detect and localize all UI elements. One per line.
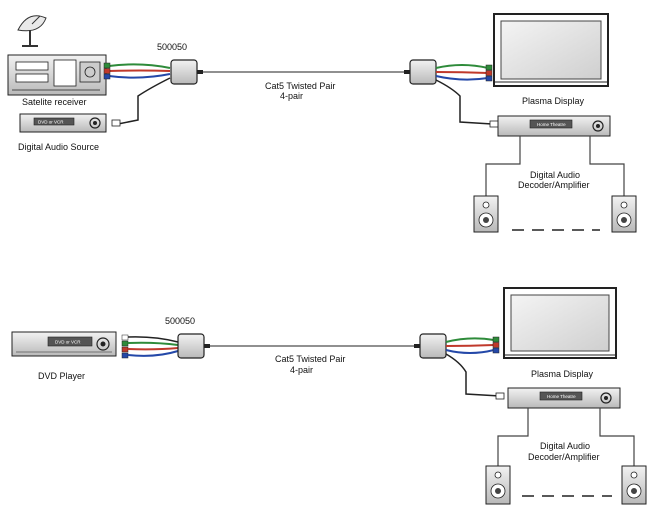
extender-sender [177, 333, 205, 359]
decoder-label-2: Decoder/Amplifier [518, 180, 590, 190]
speaker-right-icon [621, 465, 647, 505]
digital-audio-source-label: Digital Audio Source [18, 142, 99, 152]
source-name: DVD Player [38, 371, 85, 381]
speaker-left-icon [473, 195, 499, 233]
extender-receiver [409, 59, 437, 85]
extender-sender [170, 59, 198, 85]
cable-red [108, 69, 171, 72]
audio-cable [117, 77, 171, 125]
cable-label-2: 4-pair [280, 91, 303, 101]
display-label: Plasma Display [531, 369, 594, 379]
extender-label: 500050 [165, 316, 195, 326]
decoder-amplifier-icon: Home Theatre [497, 115, 611, 137]
dvd-player-icon: DVD or VCR [11, 331, 117, 357]
speaker-left-icon [485, 465, 511, 505]
diagram-bottom: DVD or VCR DVD Player 500050 Cat5 Twiste… [11, 287, 647, 505]
cable-label-2: 4-pair [290, 365, 313, 375]
plasma-display-icon [503, 287, 617, 359]
diagram-top: Satelite receiver DVD or VCR Digital Aud… [7, 13, 637, 233]
dvd-display-text: DVD or VCR [38, 120, 64, 125]
decoder-label-2: Decoder/Amplifier [528, 452, 600, 462]
decoder-display-text: Home Theatre [547, 394, 576, 399]
cable-green [108, 63, 171, 69]
decoder-label-1: Digital Audio [540, 441, 590, 451]
source-name: Satelite receiver [22, 97, 87, 107]
satellite-receiver-icon [7, 15, 107, 96]
plasma-display-icon [493, 13, 609, 87]
speaker-right-icon [611, 195, 637, 233]
cable-blue [108, 73, 171, 79]
extender-receiver [419, 333, 447, 359]
decoder-display-text: Home Theatre [537, 122, 566, 127]
cable-label-1: Cat5 Twisted Pair [275, 354, 345, 364]
decoder-label-1: Digital Audio [530, 170, 580, 180]
display-label: Plasma Display [522, 96, 585, 106]
cable-label-1: Cat5 Twisted Pair [265, 81, 335, 91]
dvd-display-text: DVD or VCR [55, 340, 81, 345]
extender-label: 500050 [157, 42, 187, 52]
decoder-amplifier-icon: Home Theatre [507, 387, 621, 409]
dvd-player-icon: DVD or VCR [19, 113, 107, 133]
